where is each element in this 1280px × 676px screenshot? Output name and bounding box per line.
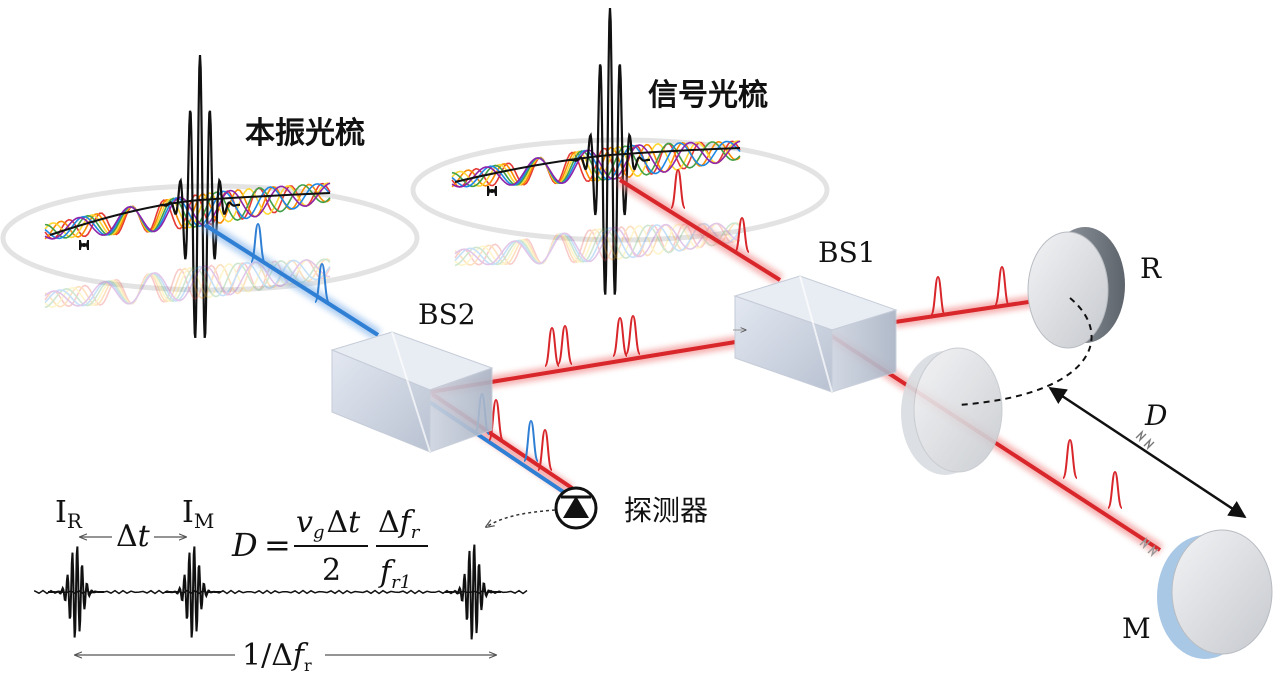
reference-mirror-r	[1027, 227, 1125, 349]
reference-mirror-label: R	[1140, 252, 1162, 285]
formula-denominator-1: 2	[322, 553, 341, 588]
signal-comb-ring	[410, 137, 830, 243]
bs2-label: BS2	[418, 298, 476, 331]
pulse-mark	[930, 275, 946, 316]
pulse-mark	[488, 398, 504, 441]
measurement-peak-label: IM	[182, 495, 214, 533]
detector-label: 探测器	[624, 494, 708, 527]
signal-beam-to-bs1	[618, 178, 782, 282]
pulse-mark	[250, 222, 266, 263]
measurement-mirror-label: M	[1122, 612, 1151, 645]
pulse-mark	[612, 316, 628, 357]
distance-arrow	[1048, 386, 1247, 558]
formula-lhs: D	[231, 526, 258, 564]
reference-peak-label: IR	[55, 495, 83, 533]
pulse-mark	[670, 168, 686, 209]
formula-numerator-2: Δfr	[378, 505, 421, 543]
pulse-mark	[537, 428, 553, 471]
pulse-mark	[1107, 470, 1123, 509]
moved-mirror-ghost	[901, 347, 1003, 475]
comb-wave	[44, 258, 331, 309]
pulse-mark	[734, 216, 750, 253]
pulse-mark	[544, 326, 560, 367]
comb-carrier	[49, 192, 331, 236]
pulse-mark	[625, 314, 641, 355]
pulse-mark	[994, 265, 1010, 306]
trace-baseline	[34, 589, 528, 595]
lo-beam-to-bs2	[203, 223, 380, 337]
next-period-burst	[445, 544, 501, 640]
beam-splitter-bs1	[733, 275, 898, 393]
signal-comb-waves	[451, 7, 741, 295]
comb-wave	[44, 259, 331, 307]
pulse-mark	[557, 324, 573, 365]
repetition-period-label: 1/Δfr	[242, 638, 312, 675]
measurement-mirror-m	[1157, 529, 1273, 659]
comb-wave	[454, 222, 741, 266]
distance-formula: D = vgΔt 2 Δfr fr1	[231, 505, 428, 593]
lo-comb-waves	[44, 54, 331, 338]
signal-comb-label: 信号光梳	[648, 78, 768, 113]
comb-wave	[454, 222, 741, 266]
pulse-mark	[1062, 438, 1078, 479]
detector-to-trace-arrow	[486, 509, 556, 527]
pulse-mark	[523, 419, 539, 462]
trace-annotations	[75, 520, 496, 672]
formula-equals: =	[264, 526, 291, 564]
lo-comb-label: 本振光梳	[245, 116, 365, 151]
reference-burst	[48, 546, 104, 638]
formula-numerator-1: vgΔt	[296, 505, 361, 543]
photodetector	[554, 486, 598, 530]
comb-marker	[487, 185, 497, 197]
pulse-mark	[314, 262, 330, 303]
distance-label: D	[1144, 399, 1167, 432]
comb-wave	[454, 222, 741, 267]
comb-wave	[454, 222, 741, 266]
formula-denominator-2: fr1	[378, 555, 411, 593]
measurement-burst	[165, 546, 221, 638]
comb-wave	[451, 141, 741, 188]
comb-envelope	[160, 54, 240, 338]
comb-wave	[44, 259, 331, 308]
comb-envelope	[570, 7, 650, 295]
comb-marker	[79, 239, 89, 251]
lo-comb-illustration	[0, 54, 420, 338]
signal-comb-illustration	[410, 7, 830, 295]
bs1-label: BS1	[818, 236, 876, 269]
delta-t-label: Δt	[116, 519, 151, 554]
interferogram-trace	[34, 544, 528, 640]
comb-carrier	[454, 147, 741, 183]
comb-wave	[454, 222, 741, 266]
beam-splitter-bs2	[330, 331, 494, 453]
lo-comb-ring	[0, 183, 420, 293]
